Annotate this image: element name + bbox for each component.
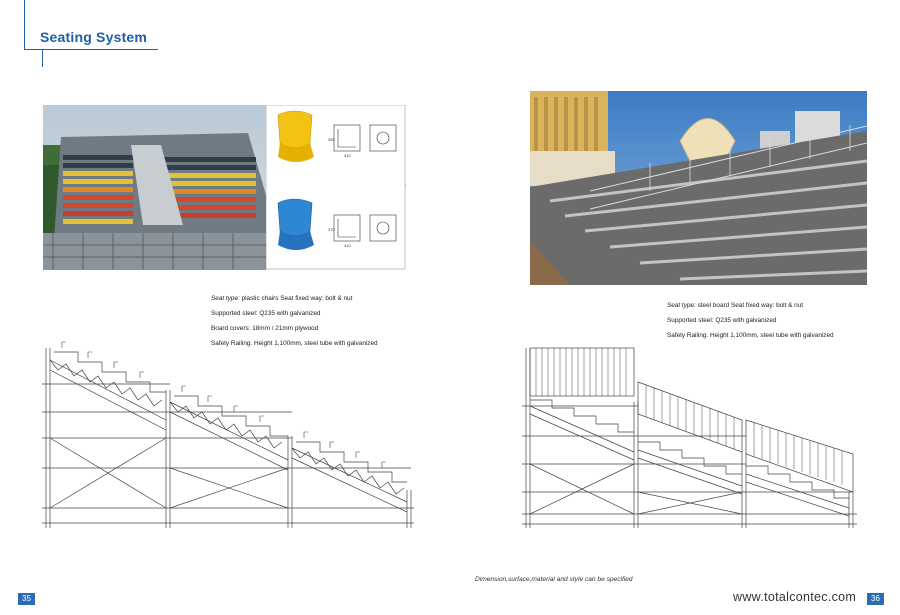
page-number-left: 35 xyxy=(18,593,35,605)
grandstand-photo-left xyxy=(43,105,266,270)
page-title: Seating System xyxy=(40,29,148,45)
left-spec-block: Seat type: plastic chairs Seat fixed way… xyxy=(211,295,378,347)
right-spec-block: Seat type: steel board Seat fixed way: b… xyxy=(667,302,834,339)
frame-tick-line xyxy=(42,49,43,67)
website-link[interactable]: www.totalcontec.com xyxy=(733,590,857,604)
chair-spec-panel: 395 410 370 410 xyxy=(266,105,406,270)
right-structure-drawing xyxy=(522,342,857,532)
svg-text:410: 410 xyxy=(344,243,351,248)
yellow-chair-image xyxy=(277,110,314,162)
page-number-right: 36 xyxy=(867,593,884,605)
svg-text:395: 395 xyxy=(328,137,335,142)
frame-vertical-line xyxy=(24,0,25,50)
left-structure-drawing xyxy=(42,340,414,532)
svg-text:410: 410 xyxy=(344,153,351,158)
blue-chair-image xyxy=(277,198,314,250)
svg-text:370: 370 xyxy=(328,227,335,232)
grandstand-photo-right xyxy=(530,91,867,285)
footer-note: Dimension,surface,material and style can… xyxy=(475,576,633,583)
frame-horizontal-line xyxy=(24,49,158,50)
